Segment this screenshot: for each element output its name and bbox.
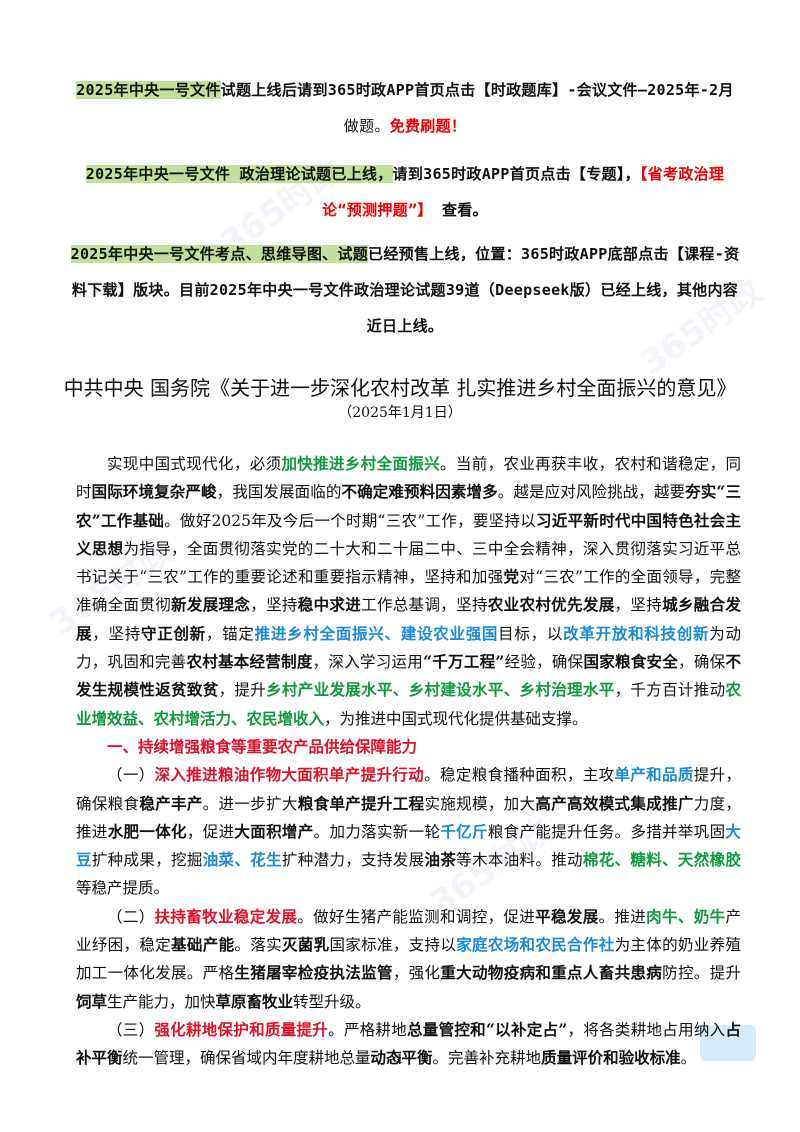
notice-3: 2025年中央一号文件考点、思维导图、试题已经预售上线，位置：365时政APP底…	[70, 236, 740, 344]
paragraph-1-1: （一）深入推进粮油作物大面积单产提升行动。稳定粮食播种面积，主攻单产和品质提升，…	[76, 765, 741, 898]
notice-2-highlight: 2025年中央一号文件 政治理论试题已上线，	[85, 165, 393, 183]
paragraph-1-3: （三）强化耕地保护和质量提升。严格耕地总量管控和“以补定占”，将各类耕地占用纳入…	[76, 1019, 741, 1068]
notice-3-highlight: 2025年中央一号文件考点、思维导图、试题	[70, 245, 369, 263]
document-date: （2025年1月1日）	[338, 405, 462, 421]
notice-2-text: 请到365时政APP首页点击【专题】，	[392, 165, 640, 183]
document-body: 实现中国式现代化，必须加快推进乡村全面振兴。当前，农业再获丰收，农村和谐稳定，同…	[76, 450, 741, 1073]
notice-1-text: 试题上线后请到365时政APP首页点击【时政题库】-会议文件—2025年-2月	[220, 81, 734, 99]
notice-3-text: 已经预售上线，位置：365时政APP底部点击【课程-资料下载】版块。目前2025…	[71, 245, 740, 335]
page-number: 1	[396, 1052, 404, 1066]
notice-2-end: 查看。	[441, 201, 488, 219]
notice-1-cta: 免费刷题！	[389, 117, 467, 135]
notice-2: 2025年中央一号文件 政治理论试题已上线，请到365时政APP首页点击【专题】…	[70, 156, 740, 228]
notice-1-highlight: 2025年中央一号文件	[76, 81, 221, 99]
section-heading-1: 一、持续增强粮食等重要农产品供给保障能力	[107, 736, 418, 756]
brand-logo	[700, 1025, 756, 1061]
notice-2-cta: 【省考政治理论“预测押题”】	[322, 165, 725, 219]
paragraph-1-2: （二）扶持畜牧业稳定发展。做好生猪产能监测和调控，促进平稳发展。推进肉牛、奶牛产…	[76, 906, 741, 1011]
notice-1: 2025年中央一号文件试题上线后请到365时政APP首页点击【时政题库】-会议文…	[70, 72, 740, 144]
intro-paragraph: 实现中国式现代化，必须加快推进乡村全面振兴。当前，农业再获丰收，农村和谐稳定，同…	[76, 454, 741, 728]
document-title: 中共中央 国务院《关于进一步深化农村改革 扎实推进乡村全面振兴的意见》	[63, 376, 737, 400]
notice-1-thin: 做题。	[343, 117, 390, 135]
